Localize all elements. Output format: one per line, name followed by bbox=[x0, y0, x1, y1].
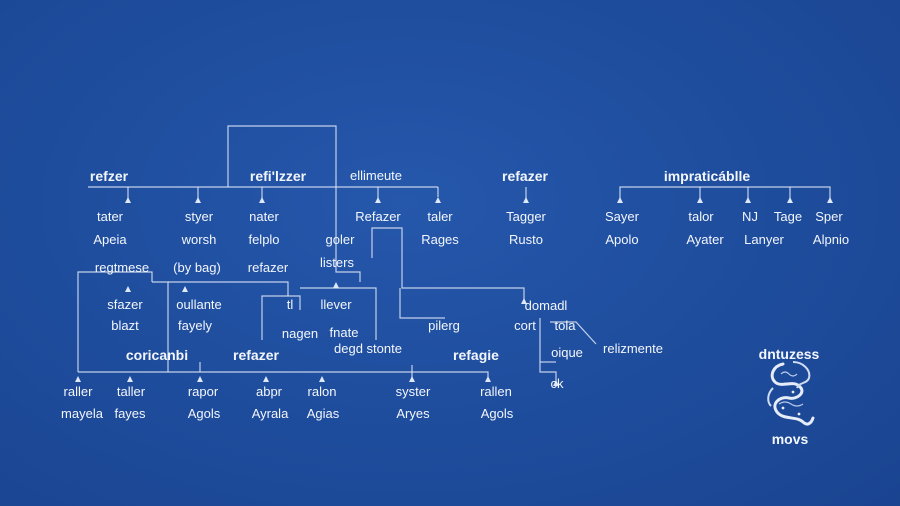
leaf-fayely: fayely bbox=[178, 318, 212, 333]
leaf-ayrala: Ayrala bbox=[251, 406, 289, 421]
connector bbox=[168, 371, 489, 382]
leaf-pilerg: pilerg bbox=[428, 318, 460, 333]
node-refazer-low: refazer bbox=[233, 347, 279, 363]
leaf-tola: tola bbox=[554, 318, 576, 333]
leaf-lanyer: Lanyer bbox=[744, 232, 784, 247]
leaf-llever: llever bbox=[320, 297, 352, 312]
node-regtmese: regtmese bbox=[94, 260, 150, 275]
arrow-markers bbox=[75, 197, 833, 386]
leaf-apolo: Apolo bbox=[605, 232, 639, 247]
connector bbox=[619, 186, 831, 200]
leaf-tage: Tage bbox=[773, 209, 803, 224]
leaf-ck: ck bbox=[550, 376, 564, 391]
leaf-ralon: ralon bbox=[307, 384, 337, 399]
leaf-rallen: rallen bbox=[480, 384, 512, 399]
leaf-abpr: abpr bbox=[255, 384, 283, 399]
leaf-degd-stonte: degd stonte bbox=[334, 341, 402, 356]
leaf-aryes: Aryes bbox=[396, 406, 430, 421]
connector bbox=[227, 125, 337, 232]
connector bbox=[399, 288, 445, 319]
leaf-rapor: rapor bbox=[187, 384, 219, 399]
leaf-oullante: oullante bbox=[176, 297, 222, 312]
node-domadl: domadl bbox=[524, 298, 568, 313]
connector bbox=[539, 318, 557, 382]
leaf-oique: oique bbox=[551, 345, 583, 360]
node-refazer-mid: refazer bbox=[247, 260, 289, 275]
intestine-icon bbox=[767, 361, 815, 426]
leaf-styer: styer bbox=[184, 209, 214, 224]
leaf-felplo: felplo bbox=[248, 232, 280, 247]
connector bbox=[77, 271, 153, 372]
node-coricanbi: coricanbi bbox=[125, 347, 189, 363]
leaf-cort: cort bbox=[514, 318, 536, 333]
leaf-taler: taler bbox=[427, 209, 453, 224]
connector bbox=[371, 227, 525, 300]
connector bbox=[168, 281, 289, 296]
leaf-goler: goler bbox=[325, 232, 355, 247]
node-refilzzer: refi'lzzer bbox=[249, 168, 307, 184]
leaf-tater: tater bbox=[96, 209, 124, 224]
leaf-fnate: fnate bbox=[329, 325, 359, 340]
node-listers: listers bbox=[320, 255, 354, 270]
node-ellimeute: ellimeute bbox=[349, 168, 403, 183]
leaf-nagen: nagen bbox=[281, 326, 319, 341]
node-refzer: refzer bbox=[89, 168, 129, 184]
emblem-caption: movs bbox=[771, 431, 809, 447]
leaf-worsh: worsh bbox=[181, 232, 217, 247]
node-refagie: refagie bbox=[453, 347, 499, 363]
leaf-rusto: Rusto bbox=[509, 232, 543, 247]
emblem-title: dntuzess bbox=[758, 346, 820, 362]
leaf-agols-2: Agols bbox=[480, 406, 514, 421]
connector bbox=[261, 295, 301, 340]
node-refazer-top: refazer bbox=[502, 168, 548, 184]
leaf-syster: syster bbox=[395, 384, 431, 399]
leaf-nater: nater bbox=[249, 209, 279, 224]
leaf-alpnio: Alpnio bbox=[812, 232, 850, 247]
leaf-rages: Rages bbox=[421, 232, 459, 247]
leaf-sfazer: sfazer bbox=[107, 297, 143, 312]
node-impraticable: impraticáblle bbox=[663, 168, 751, 184]
connector bbox=[335, 232, 361, 282]
leaf-agias: Agias bbox=[306, 406, 340, 421]
leaf-raller: raller bbox=[63, 384, 93, 399]
leaf-mayela: mayela bbox=[61, 406, 103, 421]
connector bbox=[550, 321, 597, 345]
node-by-bag: (by bag) bbox=[173, 260, 221, 275]
leaf-tagger: Tagger bbox=[506, 209, 546, 224]
leaf-refazer: Refazer bbox=[355, 209, 401, 224]
leaf-talor: talor bbox=[688, 209, 714, 224]
leaf-taller: taller bbox=[116, 384, 146, 399]
leaf-sper: Sper bbox=[815, 209, 843, 224]
leaf-sayer: Sayer bbox=[605, 209, 639, 224]
node-relizmente: relizmente bbox=[603, 341, 663, 356]
leaf-apeia: Apeia bbox=[93, 232, 127, 247]
leaf-nj: NJ bbox=[742, 209, 758, 224]
leaf-blazt: blazt bbox=[111, 318, 139, 333]
leaf-ayater: Ayater bbox=[686, 232, 724, 247]
leaf-agols: Agols bbox=[187, 406, 221, 421]
leaf-tl: tl bbox=[286, 297, 294, 312]
leaf-fayes: fayes bbox=[114, 406, 146, 421]
connector bbox=[300, 287, 377, 340]
